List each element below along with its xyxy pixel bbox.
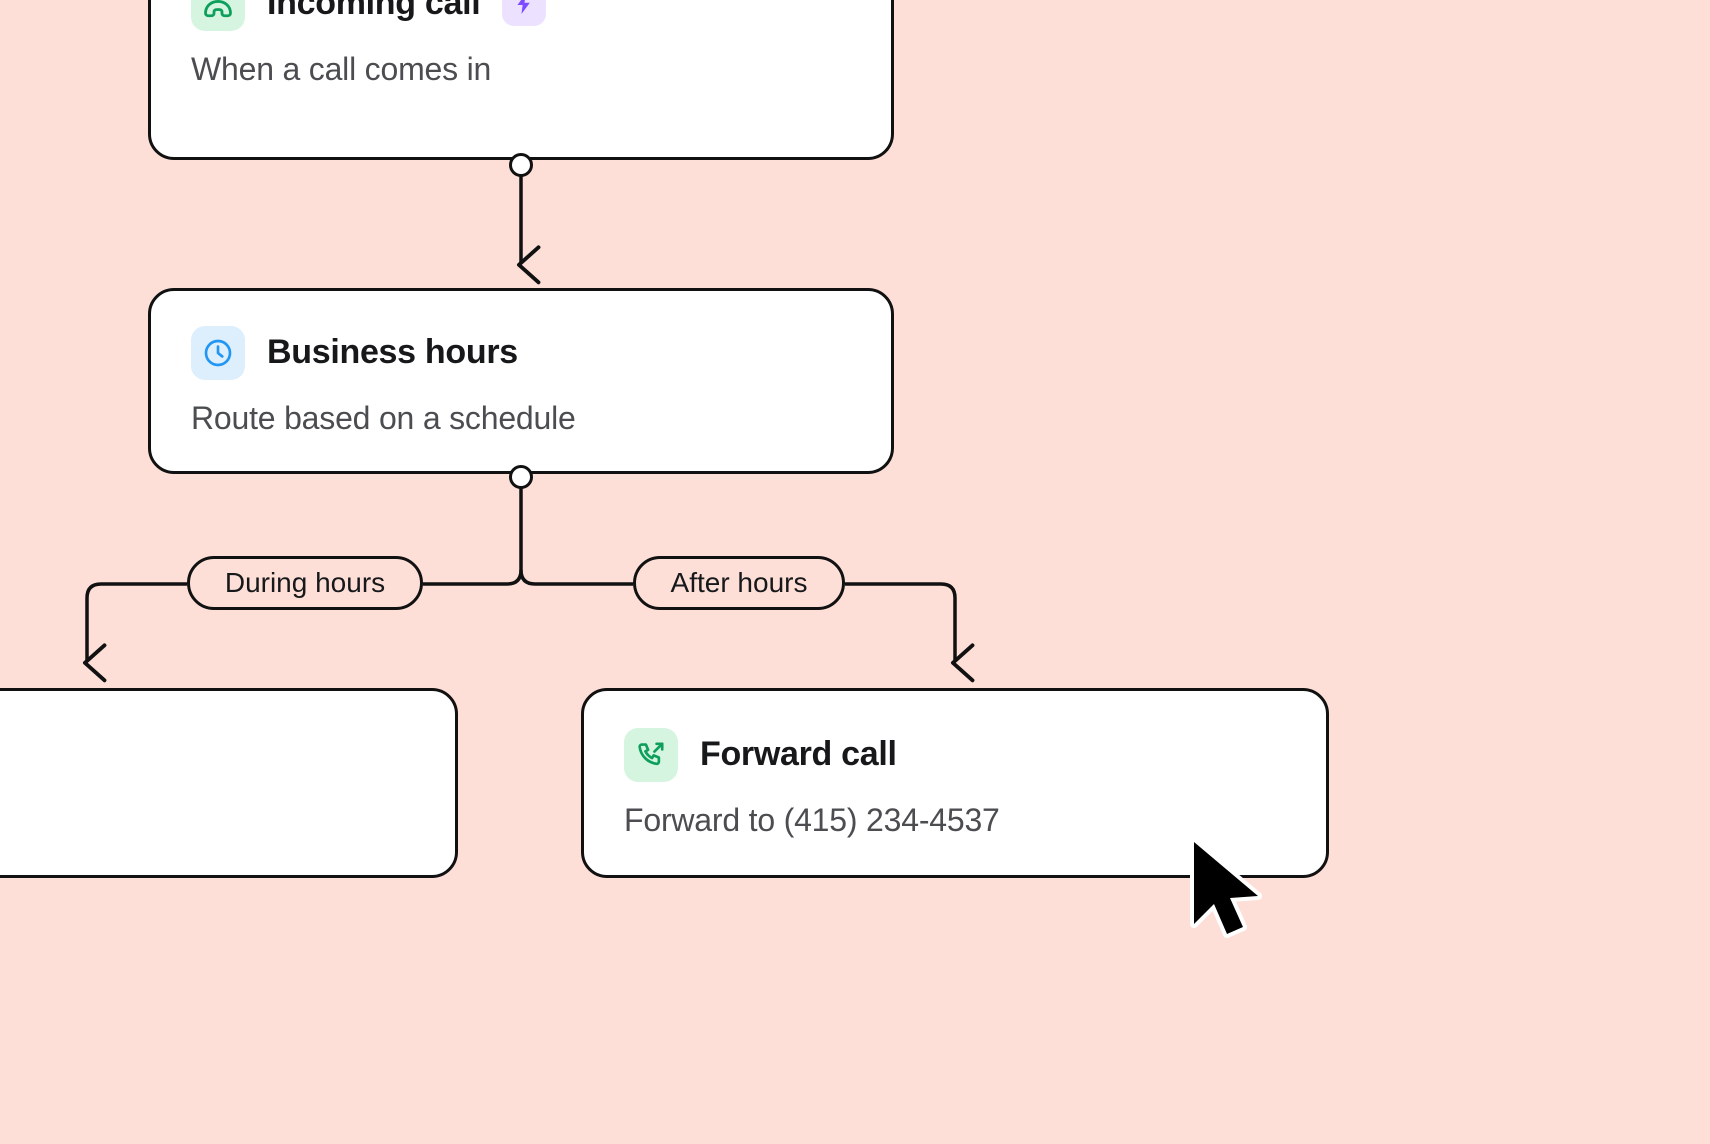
node-incoming-call[interactable]: Incoming call When a call comes in — [148, 0, 894, 160]
node-business-hours[interactable]: Business hours Route based on a schedule — [148, 288, 894, 474]
node-ring-group-partial[interactable]: s a total of 30s — [0, 688, 458, 878]
connector-handle-business-hours[interactable] — [509, 465, 533, 489]
node-subtitle: Route based on a schedule — [191, 399, 576, 436]
node-forward-call[interactable]: Forward call Forward to (415) 234-4537 — [581, 688, 1329, 878]
node-subtitle: When a call comes in — [191, 50, 492, 87]
incoming-call-icon — [191, 0, 245, 31]
node-title: Incoming call — [267, 0, 481, 22]
lightning-bolt-icon — [502, 0, 547, 26]
node-title: Business hours — [267, 333, 518, 371]
connector-handle-incoming-call[interactable] — [509, 153, 533, 177]
branch-label-after-hours[interactable]: After hours — [633, 556, 845, 610]
node-header: Forward call — [624, 727, 1292, 782]
node-header: Incoming call — [191, 0, 857, 31]
branch-label-during-hours[interactable]: During hours — [187, 556, 423, 610]
node-subtitle: Forward to (415) 234-4537 — [624, 801, 1000, 838]
edge-business-stem — [506, 477, 523, 586]
edge-business-stem-right — [519, 569, 536, 586]
forward-call-icon — [624, 727, 678, 782]
clock-icon — [191, 325, 245, 380]
node-subtitle: a total of 30s — [0, 794, 421, 831]
edge-during-to-left-node — [82, 582, 187, 683]
node-title: Forward call — [700, 735, 897, 773]
node-header: Business hours — [191, 325, 857, 380]
edge-after-to-forward — [845, 582, 975, 683]
node-header: s — [0, 735, 421, 774]
